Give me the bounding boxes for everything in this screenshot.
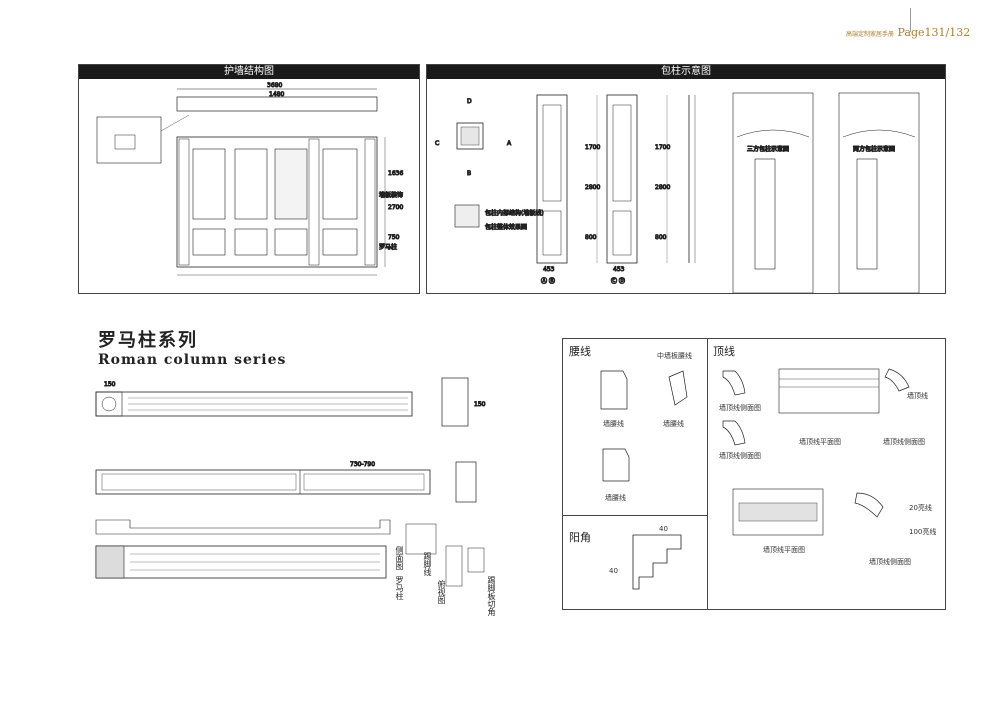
waist-caption-1: 墙腰线 <box>603 420 624 428</box>
corner-title: 阳角 <box>569 531 591 544</box>
page-number: Page131/132 <box>897 26 971 39</box>
top-caption-7: 墙顶线侧面图 <box>869 558 911 566</box>
top-drawing <box>722 368 910 536</box>
column-dim-h3-ab: 800 <box>585 234 597 241</box>
top-caption-4: 墙顶线侧面图 <box>883 438 925 446</box>
column-note-2: 包柱整体效果图 <box>485 223 527 231</box>
column-detail-1: 三方包柱示意图 <box>747 145 789 153</box>
top-caption-1: 墙顶线侧面图 <box>719 404 761 412</box>
wall-label-column: 罗马柱 <box>379 243 397 251</box>
column-dim-h2-cd: 1700 <box>655 144 670 151</box>
top-title: 顶线 <box>713 345 735 358</box>
mouldings-divider-h <box>563 515 708 516</box>
wall-structure-drawing: 3680 1480 墙板装饰 罗马柱 1636 2700 750 <box>96 82 404 276</box>
column-wrap-drawing: D C A B 包柱内部结构(墙板线) 包柱整体效果图 1700 2800 80… <box>435 92 920 293</box>
waist-caption-2: 中墙板腰线 <box>657 352 692 360</box>
header-divider <box>910 8 911 32</box>
roman-caption-side: 侧面图 <box>395 546 404 570</box>
corner-dim-v: 40 <box>609 567 618 575</box>
roman-profile-dim: 150 <box>474 401 486 408</box>
wall-dim-h1: 1636 <box>388 170 403 177</box>
waist-caption-4: 墙腰线 <box>605 494 626 502</box>
roman-caption-top-view: 俯视图 <box>437 580 446 604</box>
roman-caption-baseboard: 踢脚线 <box>423 552 432 576</box>
top-caption-5: 墙顶线侧面图 <box>719 452 761 460</box>
column-note-1: 包柱内部结构(墙板线) <box>485 209 544 217</box>
column-letter-b: B <box>467 170 471 177</box>
wall-dim-total: 3680 <box>267 82 282 89</box>
top-caption-6: 墙顶线平面图 <box>763 546 805 554</box>
wall-label-panel: 墙板装饰 <box>379 191 403 199</box>
wall-dim-h2: 2700 <box>388 204 403 211</box>
top-caption-9: 100亮线 <box>909 528 937 536</box>
roman-column-drawing: 150 150 730-790 <box>95 377 486 587</box>
roman-title-en: Roman column series <box>98 352 287 368</box>
top-caption-8: 20亮线 <box>909 504 932 512</box>
column-dim-h2-ab: 1700 <box>585 144 600 151</box>
wall-structure-title: 护墙结构图 <box>79 65 419 79</box>
roman-dim-1: 150 <box>104 381 116 388</box>
mouldings-panel: 腰线 墙腰线 中墙板腰线 墙腰线 墙腰线 阳角 40 40 顶线 墙顶线侧面图 … <box>562 338 946 610</box>
column-dim-w2: 453 <box>613 266 625 273</box>
column-detail-2: 两方包柱示意图 <box>853 145 895 153</box>
column-dim-h3-cd: 800 <box>655 234 667 241</box>
column-dim-w1: 453 <box>543 266 555 273</box>
column-label-ab: Ⓐ Ⓑ <box>541 277 555 285</box>
column-letter-c: C <box>435 140 439 147</box>
corner-dim-h: 40 <box>659 525 668 533</box>
column-dim-h-ab: 2800 <box>585 184 600 191</box>
column-label-cd: Ⓒ Ⓓ <box>611 277 625 285</box>
wall-dim-h3: 750 <box>388 234 400 241</box>
header-brand: 高端定制家居手册 Page131/132 <box>846 26 971 39</box>
top-caption-3: 墙顶线 <box>907 392 928 400</box>
wall-dim-mid: 1480 <box>269 91 284 98</box>
roman-title-cn: 罗马柱系列 <box>98 330 198 351</box>
waist-title: 腰线 <box>569 345 591 358</box>
column-dim-h-cd: 2800 <box>655 184 670 191</box>
waist-caption-3: 墙腰线 <box>663 420 684 428</box>
mouldings-divider-v <box>707 339 708 609</box>
corner-drawing <box>632 534 682 590</box>
wall-structure-panel: 护墙结构图 3680 1480 墙板装饰 罗马柱 1636 2700 750 <box>78 64 420 294</box>
column-letter-d: D <box>467 98 472 105</box>
roman-caption-cut-corner: 踢脚板切角 <box>487 576 496 616</box>
waist-drawing <box>600 370 688 482</box>
column-wrap-panel: 包柱示意图 D C A B 包柱内部结构(墙板线) 包柱整体效果图 1700 2… <box>426 64 946 294</box>
roman-dim-2: 730-790 <box>350 461 375 468</box>
top-caption-2: 墙顶线平面图 <box>799 438 841 446</box>
column-wrap-title: 包柱示意图 <box>427 65 945 79</box>
roman-caption-column: 罗马柱 <box>395 576 404 600</box>
column-letter-a: A <box>507 140 512 147</box>
